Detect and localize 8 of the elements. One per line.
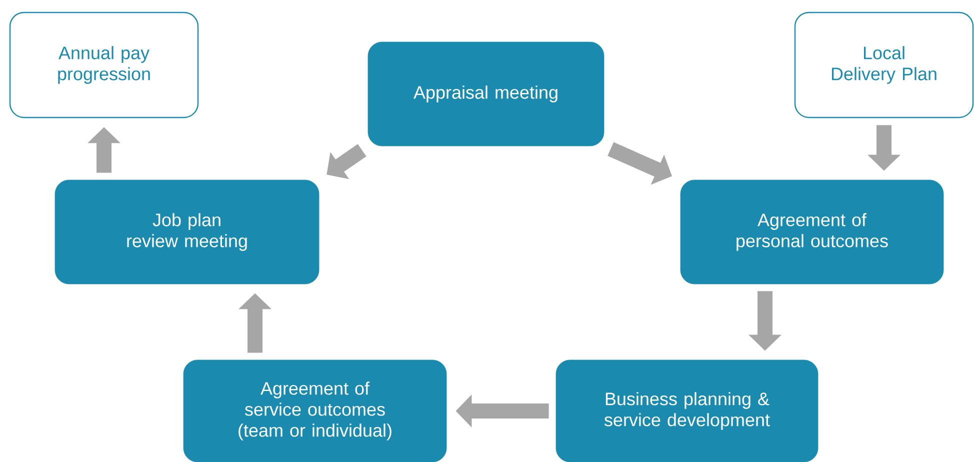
process-box: Business planning & service development <box>556 360 818 462</box>
block-arrow <box>326 144 366 180</box>
process-box: Agreement of service outcomes (team or individual) <box>183 360 447 462</box>
process-box: Agreement of personal outcomes <box>680 180 944 284</box>
process-box: Job plan review meeting <box>54 180 320 284</box>
process-box: Appraisal meeting <box>368 42 604 146</box>
input-box: Local Delivery Plan <box>794 12 974 118</box>
input-box: Annual pay progression <box>9 12 199 118</box>
